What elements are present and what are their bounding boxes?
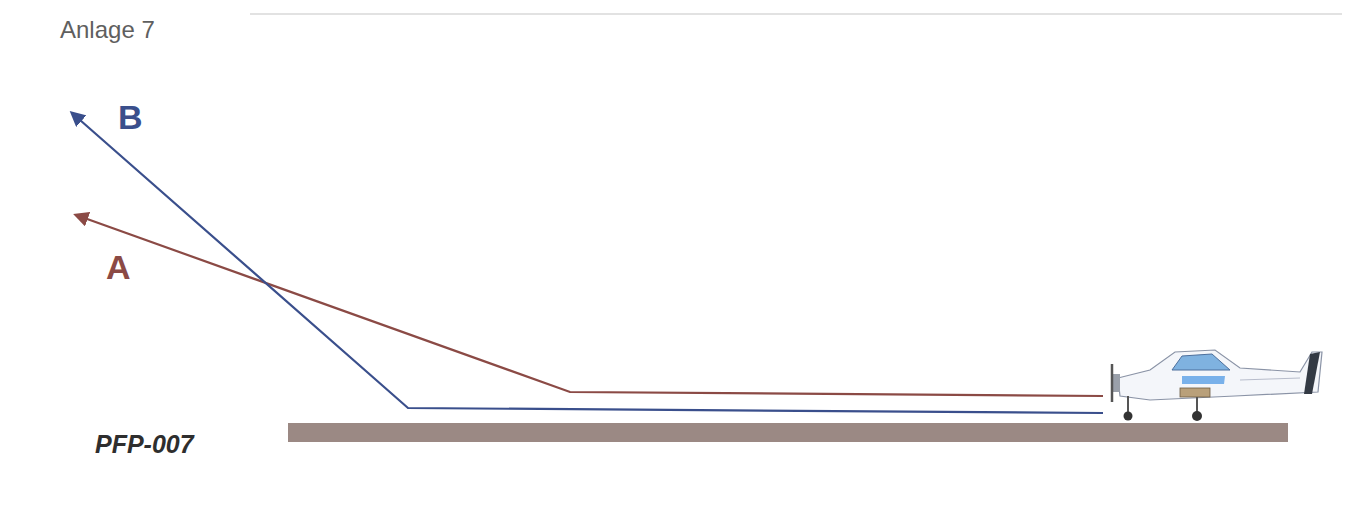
path-label: A xyxy=(106,250,131,284)
figure-title: Anlage 7 xyxy=(60,18,155,42)
climb-path-a xyxy=(76,215,1103,396)
figure-code: PFP-007 xyxy=(95,432,194,457)
header-rule xyxy=(250,13,1342,15)
airplane xyxy=(1112,350,1322,421)
runway xyxy=(288,423,1288,442)
climb-path-b xyxy=(72,113,1103,413)
path-label: B xyxy=(118,100,143,134)
